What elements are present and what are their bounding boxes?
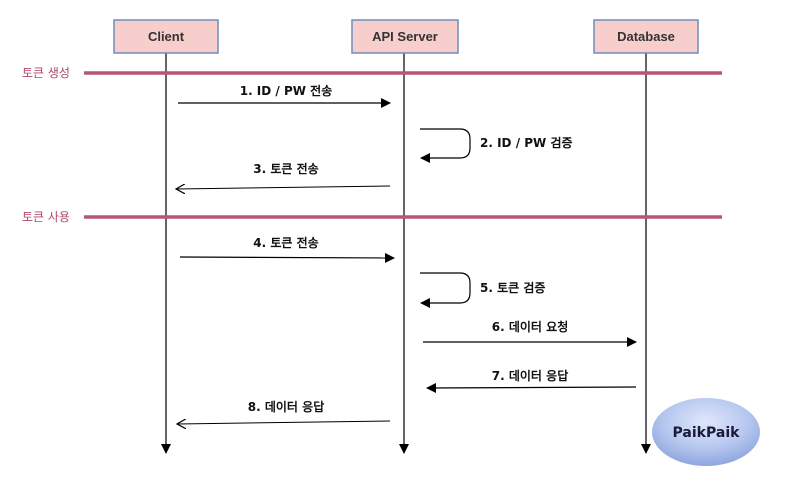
message-4-label: 4. 토큰 전송 (253, 235, 318, 250)
message-6: 6. 데이터 요청 (423, 319, 637, 347)
message-2-label: 2. ID / PW 검증 (480, 135, 573, 150)
phase-token-create-label: 토큰 생성 (22, 66, 70, 80)
message-6-label: 6. 데이터 요청 (492, 319, 568, 334)
phase-token-use: 토큰 사용 (22, 210, 722, 224)
message-4: 4. 토큰 전송 (179, 235, 395, 263)
message-1: 1. ID / PW 전송 (178, 83, 391, 108)
actor-database-label: Database (617, 29, 675, 44)
logo-text: PaikPaik (673, 425, 741, 441)
actor-server-label: API Server (372, 29, 438, 44)
message-8: 8. 데이터 응답 (178, 399, 391, 424)
message-1-label: 1. ID / PW 전송 (240, 83, 333, 98)
message-2: 2. ID / PW 검증 (420, 128, 573, 163)
phase-token-use-label: 토큰 사용 (22, 210, 70, 224)
actor-server: API Server (351, 19, 459, 54)
message-7-label: 7. 데이터 응답 (492, 368, 568, 383)
message-3-label: 3. 토큰 전송 (253, 161, 318, 176)
message-3: 3. 토큰 전송 (177, 161, 391, 189)
phase-token-create: 토큰 생성 (22, 66, 722, 80)
message-7: 7. 데이터 응답 (426, 368, 637, 393)
message-8-label: 8. 데이터 응답 (248, 399, 324, 414)
message-5: 5. 토큰 검증 (420, 272, 545, 308)
message-5-label: 5. 토큰 검증 (480, 280, 545, 295)
actor-client-label: Client (148, 29, 185, 44)
actor-database: Database (593, 19, 699, 54)
actor-client: Client (113, 19, 219, 54)
paikpaik-logo: PaikPaik (652, 398, 760, 466)
